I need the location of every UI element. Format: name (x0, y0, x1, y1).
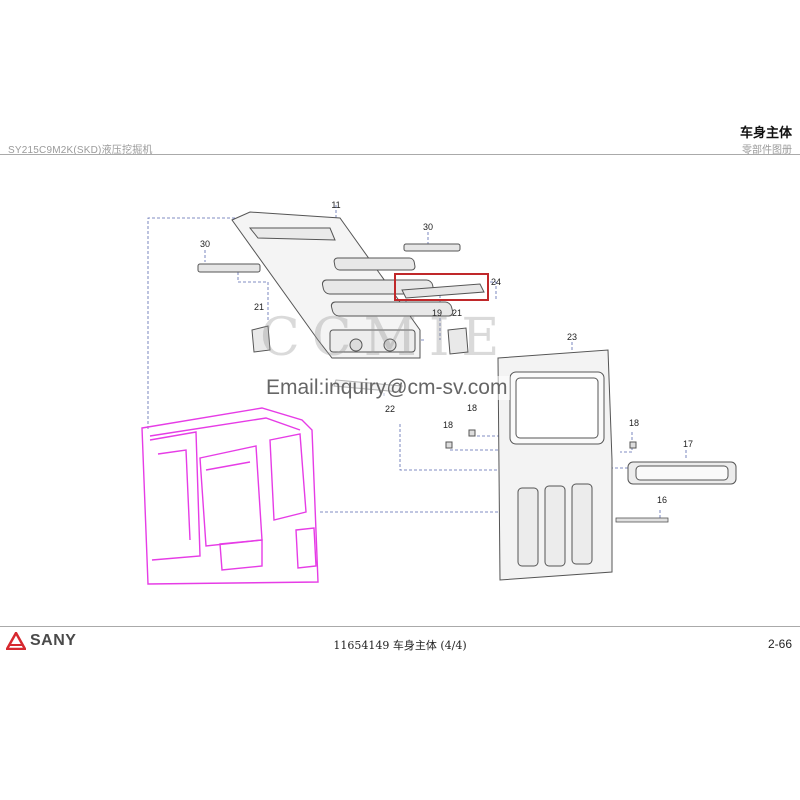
sany-logo: SANY (6, 632, 76, 650)
callout-30-right: 30 (423, 222, 433, 232)
callout-30-left: 30 (200, 239, 210, 249)
panel-part-23 (497, 349, 613, 581)
callout-18-left: 18 (443, 420, 453, 430)
callout-18-right: 18 (629, 418, 639, 428)
callout-19: 19 (432, 308, 442, 318)
callout-16: 16 (657, 495, 667, 505)
callout-23: 23 (567, 332, 577, 342)
callout-24: 24 (491, 277, 501, 287)
lamp-part-17 (627, 461, 737, 485)
section-title: 车身主体 (739, 125, 792, 140)
header-rule (0, 154, 800, 155)
callout-21-right: 21 (452, 308, 462, 318)
model-name: SY215C9M2K(SKD)液压挖掘机 (8, 145, 153, 156)
drawing-code: 11654149 车身主体 (4/4) (333, 639, 467, 652)
rod-part-16 (615, 517, 669, 523)
footer-rule (0, 626, 800, 627)
callout-11: 11 (331, 200, 340, 210)
highlighted-part-19 (394, 273, 489, 301)
page-number: 2-66 (767, 637, 792, 651)
callout-17: 17 (683, 439, 693, 449)
callout-21-left: 21 (254, 302, 264, 312)
brand-name: SANY (30, 632, 77, 649)
cab-outline (141, 407, 319, 585)
sany-logo-icon (6, 632, 26, 650)
bar-part-30 (197, 243, 461, 273)
bracket-part-21 (251, 325, 469, 355)
clip-part-18 (445, 429, 637, 449)
callout-22: 22 (385, 404, 395, 414)
watermark-email: Email:inquiry@cm-sv.com (263, 376, 511, 400)
catalog-name: 零部件图册 (742, 145, 792, 156)
callout-18-mid: 18 (467, 403, 477, 413)
watermark-logo: CCMIE (260, 308, 512, 368)
